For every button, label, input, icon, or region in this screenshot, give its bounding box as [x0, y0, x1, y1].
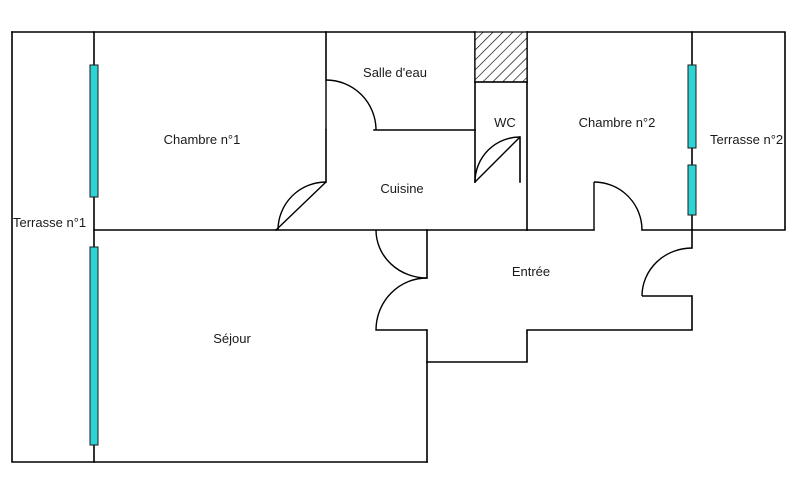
outer-walls — [11, 31, 786, 463]
outer-wall-top-right — [526, 31, 786, 231]
door-chambre-2 — [593, 181, 643, 231]
window-sejour — [89, 246, 99, 446]
door-entree — [641, 247, 693, 297]
label-cuisine: Cuisine — [380, 181, 423, 196]
label-wc: WC — [494, 115, 516, 130]
outer-wall-left — [11, 31, 428, 463]
label-terrasse-2: Terrasse n°2 — [710, 132, 783, 147]
doors — [275, 79, 693, 331]
door-wc — [474, 136, 521, 183]
hatched-shaft — [474, 31, 528, 83]
outer-wall-bottom-step — [426, 295, 693, 463]
windows — [89, 64, 697, 446]
door-sejour — [375, 229, 428, 331]
label-entree: Entrée — [512, 264, 550, 279]
door-chambre-1 — [275, 181, 327, 231]
label-salle-d-eau: Salle d'eau — [363, 65, 427, 80]
label-terrasse-1: Terrasse n°1 — [13, 215, 86, 230]
window-chambre-2-upper — [687, 64, 697, 149]
label-chambre-2: Chambre n°2 — [579, 115, 656, 130]
interior-walls — [93, 31, 693, 463]
window-chambre-2-lower — [687, 164, 697, 216]
window-chambre-1 — [89, 64, 99, 198]
door-salle-d-eau — [325, 79, 377, 131]
room-labels: Terrasse n°1 Chambre n°1 Salle d'eau WC … — [13, 65, 783, 346]
label-chambre-1: Chambre n°1 — [164, 132, 241, 147]
label-sejour: Séjour — [213, 331, 251, 346]
